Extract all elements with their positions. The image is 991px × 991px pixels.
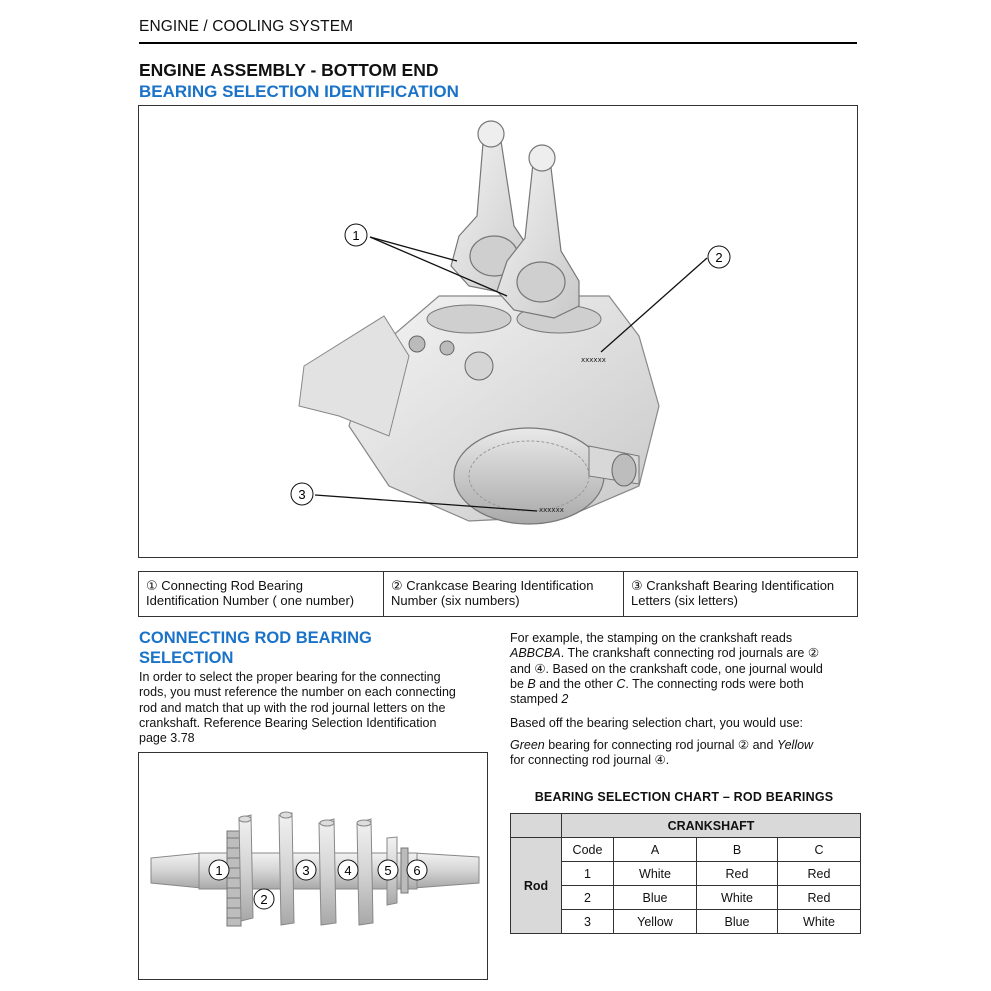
chart-cell: Red bbox=[777, 885, 861, 910]
callout-1-circle bbox=[344, 223, 368, 247]
crankshaft-illustration: 1 2 3 4 5 6 bbox=[150, 811, 480, 927]
callout-legend-2: ② Crankcase Bearing Identification Numbe… bbox=[383, 571, 624, 617]
callout-legend-1-num: ① bbox=[146, 578, 158, 593]
example-paragraph: For example, the stamping on the cranksh… bbox=[510, 631, 860, 707]
chart-cell: 1 bbox=[561, 861, 614, 886]
example-text: stamped bbox=[510, 692, 562, 707]
chart-cell: White bbox=[696, 885, 778, 910]
callout-legend-3-num: ③ bbox=[631, 578, 643, 593]
engine-illustration-figure: xxxxxx xxxxxx 1 2 3 bbox=[138, 105, 858, 558]
section-subtitle: BEARING SELECTION IDENTIFICATION bbox=[139, 82, 459, 101]
journal-2-circle bbox=[253, 888, 275, 910]
callout-legend-2-line1: Crankcase Bearing Identification bbox=[406, 578, 594, 593]
chart-row-group: Rod bbox=[510, 837, 562, 934]
heading-line-1: CONNECTING ROD BEARING bbox=[139, 629, 372, 647]
example-text: and the other bbox=[535, 676, 617, 691]
journal-4-number: 4 bbox=[344, 863, 351, 878]
callout-legend-2-line2: Number (six numbers) bbox=[391, 593, 520, 608]
chart-cell: 3 bbox=[561, 909, 614, 934]
journal-1-circle bbox=[208, 859, 230, 881]
instructions-line: page 3.78 bbox=[139, 731, 195, 746]
example-line: be B and the other C. The connecting rod… bbox=[510, 677, 860, 692]
result-text: bearing for connecting rod journal ② and bbox=[544, 738, 777, 752]
journal-6-circle bbox=[406, 859, 428, 881]
callout-legend-1: ① Connecting Rod Bearing Identification … bbox=[138, 571, 384, 617]
chart-cell: Red bbox=[777, 861, 861, 886]
example-line: and ④. Based on the crankshaft code, one… bbox=[510, 661, 823, 676]
journal-5-circle bbox=[377, 859, 399, 881]
selection-instructions: In order to select the proper bearing fo… bbox=[139, 670, 489, 746]
chart-group-header: CRANKSHAFT bbox=[561, 813, 861, 838]
example-line: For example, the stamping on the cranksh… bbox=[510, 631, 793, 645]
chart-col-header: C bbox=[777, 837, 861, 862]
callout-3-number: 3 bbox=[298, 487, 305, 502]
chart-col-header: A bbox=[613, 837, 697, 862]
crankshaft-stamp: xxxxxx bbox=[539, 506, 564, 514]
callout-legend-3-line1: Crankshaft Bearing Identification bbox=[646, 578, 835, 593]
page-title: ENGINE ASSEMBLY - BOTTOM END bbox=[139, 60, 439, 80]
callout-legend-3: ③ Crankshaft Bearing Identification Lett… bbox=[623, 571, 858, 617]
rod-stamp-number: 2 bbox=[561, 692, 569, 707]
example-line: ABBCBA. The crankshaft connecting rod jo… bbox=[510, 646, 860, 661]
chart-cell: Yellow bbox=[613, 909, 697, 934]
callout-2-number: 2 bbox=[715, 250, 722, 265]
result-line: Green bearing for connecting rod journal… bbox=[510, 738, 860, 753]
journal-3-number: 3 bbox=[302, 863, 309, 878]
chart-corner-cell bbox=[510, 813, 562, 838]
callout-legend-1-line1: Connecting Rod Bearing bbox=[161, 578, 303, 593]
callout-legend-2-num: ② bbox=[391, 578, 403, 593]
table-row: 1 White Red Red bbox=[511, 861, 861, 886]
callout-legend: ① Connecting Rod Bearing Identification … bbox=[138, 571, 858, 617]
instructions-line: rod and match that up with the rod journ… bbox=[139, 700, 446, 715]
instructions-line: crankshaft. Reference Bearing Selection … bbox=[139, 715, 437, 730]
example-text: be bbox=[510, 676, 528, 691]
heading-line-2: SELECTION bbox=[139, 649, 234, 667]
callout-1-number: 1 bbox=[352, 228, 359, 243]
journal-5-number: 5 bbox=[384, 863, 391, 878]
chart-cell: Blue bbox=[613, 885, 697, 910]
journal-letter: C bbox=[616, 676, 626, 691]
journal-1-number: 1 bbox=[215, 863, 222, 878]
journal-6-number: 6 bbox=[413, 863, 420, 878]
yellow-bearing: Yellow bbox=[776, 738, 814, 752]
rod-bearing-section-heading: CONNECTING ROD BEARING SELECTION bbox=[139, 628, 439, 668]
chart-title: BEARING SELECTION CHART – ROD BEARINGS bbox=[534, 790, 834, 804]
bearing-result-paragraph: Green bearing for connecting rod journal… bbox=[510, 738, 860, 769]
chart-cell: Blue bbox=[696, 909, 778, 934]
engine-illustration: xxxxxx xxxxxx 1 2 3 bbox=[290, 120, 731, 525]
journal-2-number: 2 bbox=[260, 892, 267, 907]
example-text: . The connecting rods were both bbox=[625, 676, 804, 691]
bearing-selection-chart: CRANKSHAFT Rod Code A B C 1 White Red Re… bbox=[510, 813, 861, 934]
chart-cell: White bbox=[777, 909, 861, 934]
callout-3-circle bbox=[290, 482, 314, 506]
running-header: ENGINE / COOLING SYSTEM bbox=[139, 18, 354, 35]
crank-code: ABBCBA bbox=[510, 646, 561, 661]
instructions-line: In order to select the proper bearing fo… bbox=[139, 670, 441, 684]
journal-4-circle bbox=[337, 859, 359, 881]
example-text: . The crankshaft connecting rod journals… bbox=[560, 646, 820, 661]
chart-col-header: Code bbox=[561, 837, 614, 862]
result-line: for connecting rod journal ④. bbox=[510, 753, 670, 768]
crankcase-stamp: xxxxxx bbox=[581, 356, 606, 364]
crankshaft-illustration-figure: 1 2 3 4 5 6 bbox=[138, 752, 488, 980]
journal-letter: B bbox=[527, 676, 536, 691]
header-rule bbox=[139, 42, 857, 44]
chart-usage-line: Based off the bearing selection chart, y… bbox=[510, 716, 804, 730]
instructions-line: rods, you must reference the number on e… bbox=[139, 685, 456, 700]
example-line: stamped 2 bbox=[510, 692, 860, 707]
chart-col-header: B bbox=[696, 837, 778, 862]
journal-3-circle bbox=[295, 859, 317, 881]
table-row: 3 Yellow Blue White bbox=[511, 909, 861, 934]
callout-legend-3-line2: Letters (six letters) bbox=[631, 593, 738, 608]
callout-legend-1-line2: Identification Number ( one number) bbox=[146, 593, 355, 608]
green-bearing: Green bbox=[510, 738, 545, 752]
chart-cell: Red bbox=[696, 861, 778, 886]
chart-cell: White bbox=[613, 861, 697, 886]
table-row: 2 Blue White Red bbox=[511, 885, 861, 910]
callout-2-circle bbox=[707, 245, 731, 269]
chart-cell: 2 bbox=[561, 885, 614, 910]
